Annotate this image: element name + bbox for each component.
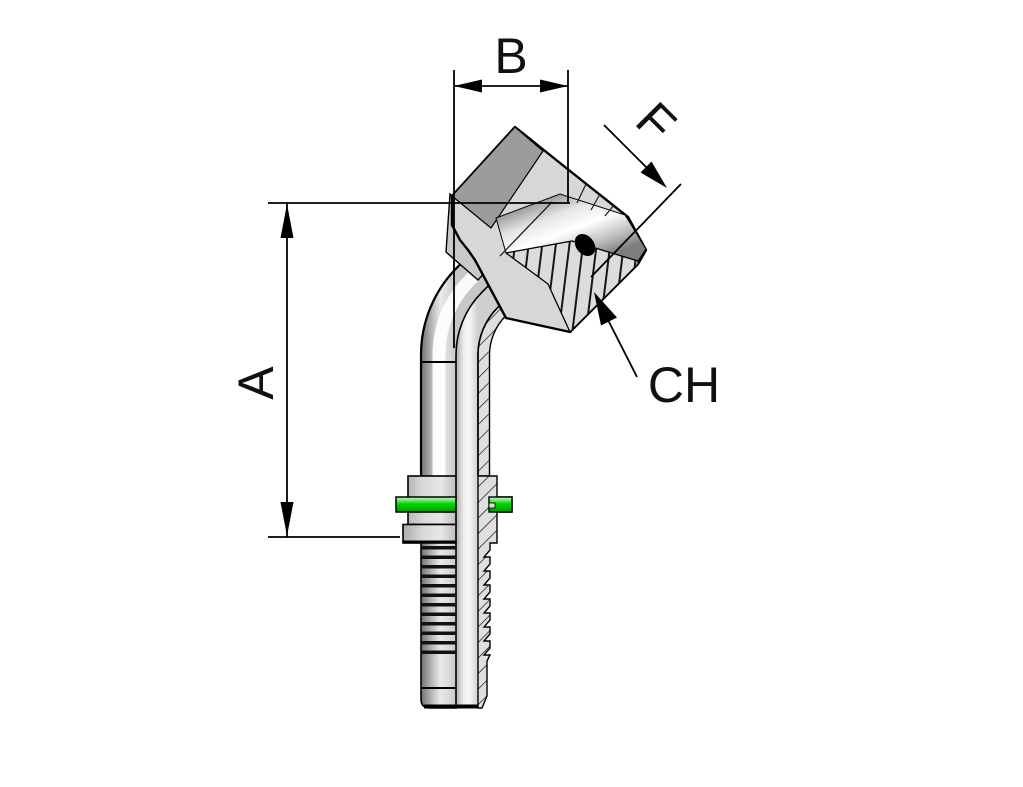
collar-step-upper (407, 475, 457, 499)
dim-f-tick (590, 183, 682, 278)
barb-ridge (421, 631, 456, 635)
thread-ticks (576, 183, 615, 217)
barb-ridge (421, 612, 456, 616)
barb-ridge (421, 603, 456, 607)
barb-ridge (421, 574, 456, 578)
dim-a-arrow-top (280, 204, 294, 238)
dim-b-arrow-left (454, 79, 482, 93)
barb-ridge (421, 584, 456, 588)
barb-ridge (421, 622, 456, 626)
label-dim-a: A (228, 366, 284, 400)
hose-tail-section-wall (477, 475, 513, 709)
tail-bore-column (456, 476, 478, 708)
dim-f-arrowhead (640, 161, 667, 188)
collar-lip (402, 523, 457, 544)
tube-bore (456, 253, 537, 476)
collar-step-lower (407, 511, 457, 526)
o-ring-dot (574, 234, 596, 256)
dimension-annotations (268, 70, 682, 538)
tube-outer-highlight (432, 243, 507, 481)
tube-outer-surface (421, 227, 522, 476)
green-band-section-notch (488, 502, 496, 509)
tube-bore-right-edge-line (477, 268, 538, 708)
ch-arrowhead (594, 292, 617, 326)
barb-ridge (421, 555, 456, 559)
fitting-head-group (445, 125, 648, 334)
label-dim-f: F (625, 91, 686, 152)
barb-ridge (421, 641, 456, 645)
barb-ridge (421, 593, 456, 597)
dim-a-arrow-bottom (280, 502, 294, 536)
hose-tail-barbs (421, 546, 456, 654)
elbow-tube-group (419, 226, 558, 708)
barb-ridge (421, 565, 456, 569)
barb-ridge (421, 650, 456, 654)
label-dim-ch: CH (648, 357, 720, 413)
tube-bore-left-edge-line (455, 252, 522, 708)
ch-leader (605, 315, 638, 378)
barb-ridge (421, 546, 456, 550)
label-dim-b: B (494, 28, 527, 84)
nut-bore-edge-line (499, 201, 553, 257)
dim-b-arrow-right (540, 79, 568, 93)
hose-tail-group (395, 475, 513, 709)
green-band-ring (395, 496, 457, 513)
